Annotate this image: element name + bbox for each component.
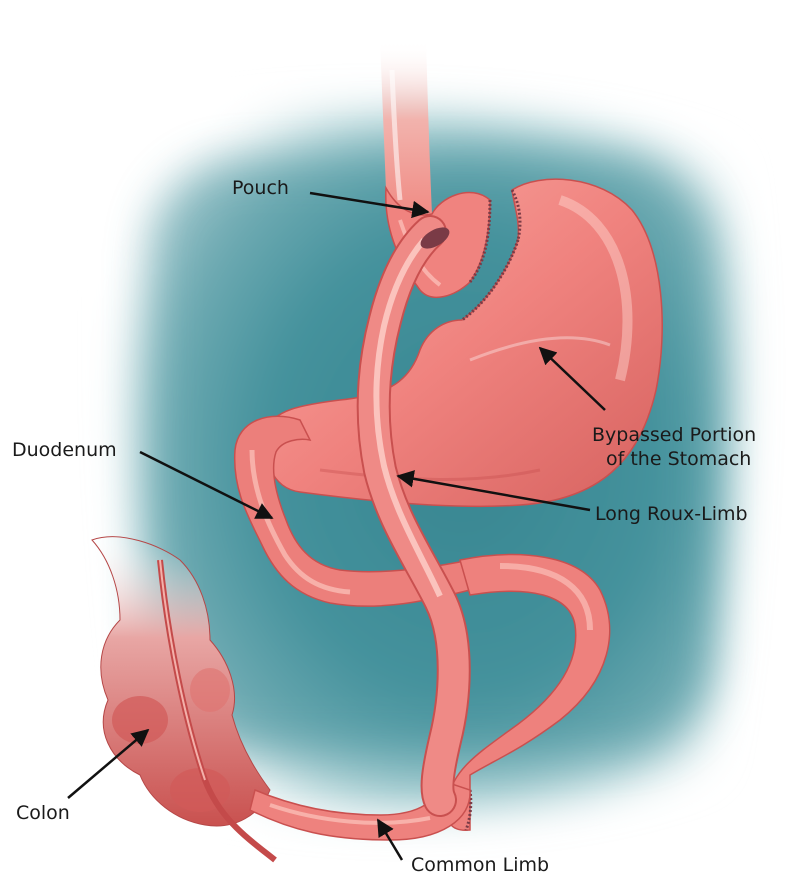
label-pouch: Pouch — [232, 176, 289, 200]
label-duodenum: Duodenum — [12, 438, 117, 462]
label-bypassed-stomach: Bypassed Portion of the Stomach — [592, 423, 756, 471]
label-bypassed-line1: Bypassed Portion — [592, 423, 756, 447]
label-common-limb: Common Limb — [411, 853, 549, 877]
label-long-roux-limb: Long Roux-Limb — [595, 502, 748, 526]
label-bypassed-line2: of the Stomach — [592, 447, 756, 471]
label-colon: Colon — [16, 801, 70, 825]
